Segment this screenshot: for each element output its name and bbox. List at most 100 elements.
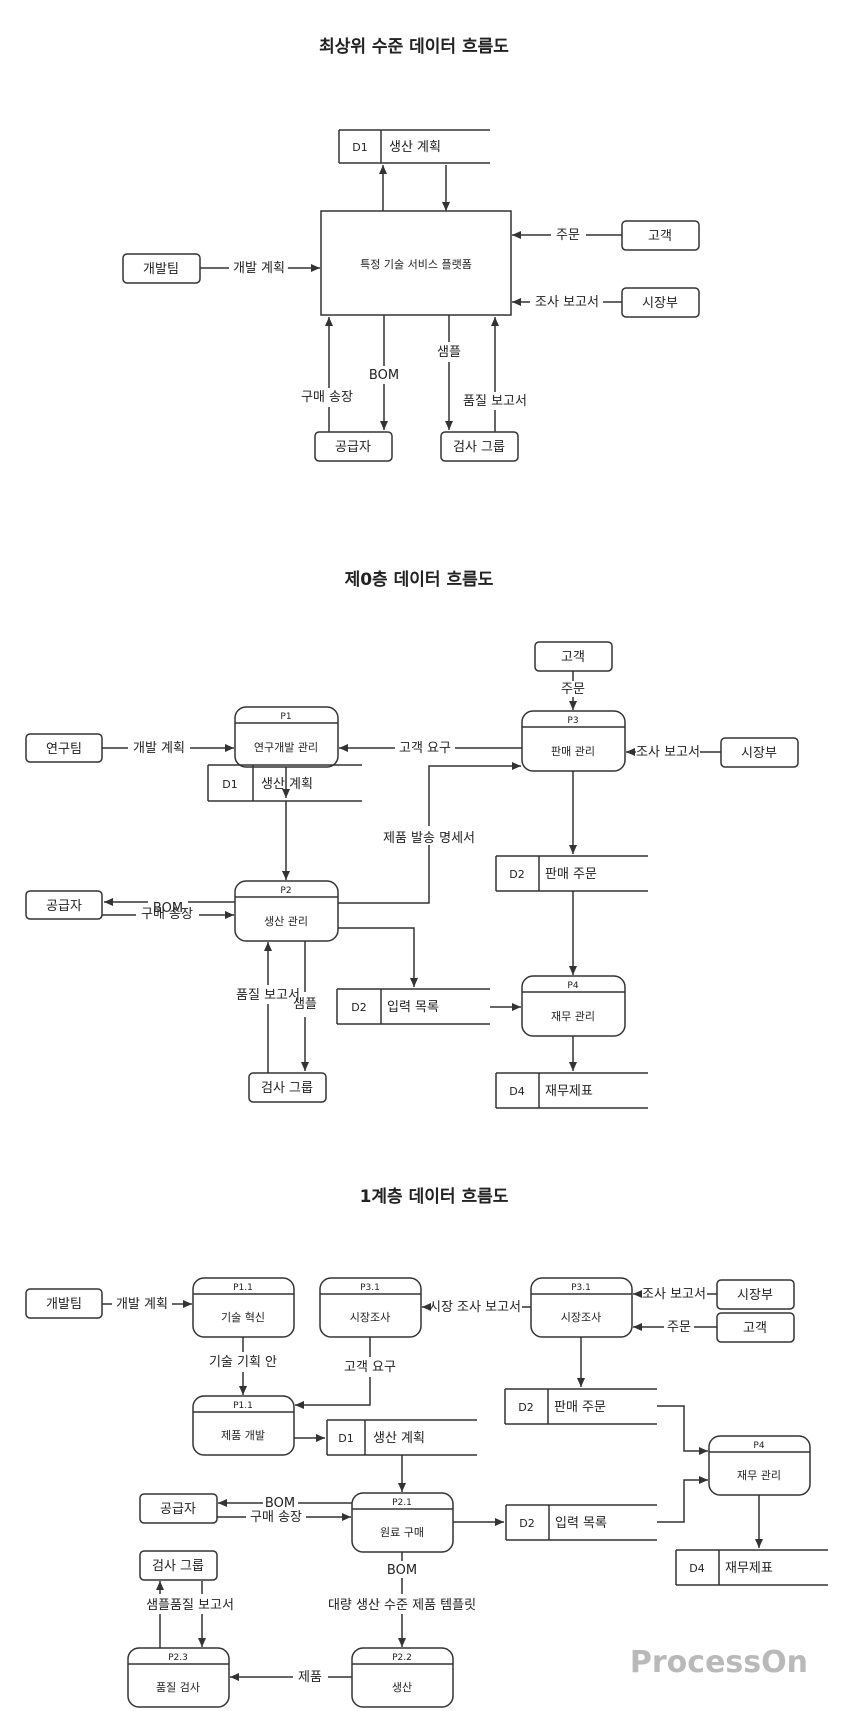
entity-market-label: 시장부: [741, 746, 777, 761]
process-platform: [320, 210, 512, 316]
label-order: 주문: [561, 682, 585, 697]
flow-cust-req-arrow: [295, 1377, 371, 1409]
flow-sales-order-to-p4: [657, 1405, 708, 1455]
label-tech-plan: 기술 기획 안: [209, 1355, 277, 1370]
label-bom2: BOM: [387, 1563, 417, 1578]
label-survey: 조사 보고서: [636, 745, 700, 760]
process-p3-name: 판매 관리: [551, 745, 595, 758]
entity-market-label: 시장부: [737, 1288, 773, 1303]
entity-inspect: [440, 431, 519, 462]
process-p11b-id: P1.1: [233, 1401, 253, 1411]
data-store-d2-sales-order: D2 판매 주문: [504, 1388, 657, 1425]
flow-input-list-to-p4: [657, 1476, 708, 1523]
process-p31a-id: P3.1: [360, 1283, 380, 1293]
process-p2-1-purchase: P2.1 원료 구매: [351, 1492, 454, 1553]
label-bom: BOM: [369, 368, 399, 383]
entity-supplier: [314, 431, 393, 462]
label-order: 주문: [667, 1320, 691, 1335]
process-p4-name: 재무 관리: [737, 1469, 781, 1482]
label-dev-plan: 개발 계획: [133, 741, 185, 756]
data-store-d4-id: D4: [689, 1562, 704, 1575]
data-store-d2-input-list: D2 입력 목록: [336, 988, 490, 1025]
process-p4-id: P4: [567, 981, 578, 991]
entity-customer-label: 고객: [648, 229, 672, 244]
entity-dev-team-label: 개발팀: [143, 262, 179, 277]
label-mass-template: 대량 생산 수준 제품 템플릿: [328, 1598, 476, 1613]
data-store-d2a-id: D2: [518, 1401, 533, 1414]
data-store-d2a-name: 판매 주문: [554, 1400, 606, 1415]
label-quality: 품질 보고서: [236, 988, 300, 1003]
process-p2-2-production: P2.2 생산: [351, 1647, 454, 1708]
data-store-d2b-name: 입력 목록: [555, 1516, 607, 1531]
label-bom: BOM: [153, 901, 183, 916]
flow-ship-spec-arrow: [428, 762, 521, 826]
flow-ship-spec: [338, 845, 430, 904]
process-p3: P3 판매 관리: [521, 710, 626, 772]
process-p4-finance: P4 재무 관리: [708, 1435, 811, 1496]
process-p2-name: 생산 관리: [264, 915, 308, 928]
data-store-d2a-id: D2: [509, 868, 524, 881]
process-p4-id: P4: [753, 1441, 764, 1451]
level-0-title: 제0층 데이터 흐름도: [345, 570, 494, 590]
process-p1-id: P1: [280, 712, 291, 722]
process-p2-id: P2: [280, 886, 291, 896]
data-store-d2b-id: D2: [519, 1517, 534, 1530]
data-store-d4-name: 재무제표: [545, 1084, 593, 1099]
process-p2: P2 생산 관리: [234, 880, 339, 942]
label-ship-spec: 제품 발송 명세서: [383, 831, 475, 846]
process-p3-id: P3: [567, 716, 578, 726]
label-sample-quality: 샘플품질 보고서: [146, 1598, 234, 1613]
data-store-d2a-name: 판매 주문: [545, 867, 597, 882]
level-1-title: 1계층 데이터 흐름도: [360, 1187, 509, 1207]
data-store-d1-name: 생산 계획: [389, 140, 441, 155]
process-p22-name: 생산: [392, 1681, 412, 1694]
data-store-d2-sales-order: D2 판매 주문: [495, 855, 648, 892]
entity-supplier: [25, 890, 103, 920]
data-store-d1-id: D1: [352, 141, 367, 154]
label-purchase: 구매 송장: [141, 907, 193, 922]
process-p21-id: P2.1: [392, 1498, 412, 1508]
process-p11a-name: 기술 혁신: [221, 1311, 265, 1324]
process-p31b-name: 시장조사: [561, 1311, 601, 1324]
process-p22-id: P2.2: [392, 1653, 412, 1663]
entity-research-label: 연구팀: [46, 742, 82, 757]
processon-watermark: ProcessOn: [630, 1645, 808, 1680]
label-sample: 샘플: [293, 997, 317, 1012]
entity-supplier-label: 공급자: [46, 899, 82, 914]
process-p3-1-market-research-a: P3.1 시장조사: [319, 1277, 422, 1338]
process-p11b-name: 제품 개발: [221, 1429, 265, 1442]
label-bom1: BOM: [265, 1496, 295, 1511]
entity-customer-label: 고객: [743, 1321, 767, 1336]
entity-market-label: 시장부: [642, 296, 678, 311]
label-sample: 샘플: [437, 345, 461, 360]
data-store-d2-input-list: D2 입력 목록: [505, 1504, 657, 1541]
top-level-dfd: 최상위 수준 데이터 흐름도 D1 생산 계획 특정 기술 서비스 플랫폼 개발…: [122, 37, 700, 462]
label-purchase: 구매 송장: [301, 390, 353, 405]
data-store-d1-name: 생산 계획: [261, 777, 313, 792]
label-dev-plan: 개발 계획: [116, 1297, 168, 1312]
data-store-d1-id: D1: [222, 778, 237, 791]
data-store-d1-id: D1: [338, 1432, 353, 1445]
level-1-dfd: 1계층 데이터 흐름도 개발팀 시장부 고객 공급자 검사 그룹 P1.1 기술…: [25, 1187, 828, 1708]
data-store-d2b-name: 입력 목록: [387, 1000, 439, 1015]
process-p31a-name: 시장조사: [350, 1311, 390, 1324]
entity-inspect: [139, 1550, 218, 1581]
data-store-d4-name: 재무제표: [725, 1561, 773, 1576]
label-survey: 조사 보고서: [535, 295, 599, 310]
data-store-d4: D4 재무제표: [675, 1549, 828, 1586]
process-platform-label: 특정 기술 서비스 플랫폼: [360, 258, 472, 271]
entity-inspect-label: 검사 그룹: [261, 1081, 313, 1096]
data-store-d4: D4 재무제표: [495, 1072, 648, 1109]
data-store-d2b-id: D2: [351, 1001, 366, 1014]
label-purchase: 구매 송장: [250, 1510, 302, 1525]
entity-dev-team-label: 개발팀: [46, 1297, 82, 1312]
top-level-title: 최상위 수준 데이터 흐름도: [319, 37, 509, 57]
process-p1: P1 연구개발 관리: [234, 706, 339, 768]
process-p3-1-market-research-b: P3.1 시장조사: [530, 1277, 633, 1338]
process-p1-1-product-dev: P1.1 제품 개발: [192, 1395, 295, 1456]
process-p1-name: 연구개발 관리: [254, 741, 318, 754]
data-store-d1: D1 생산 계획: [207, 764, 362, 802]
label-quality: 품질 보고서: [463, 394, 527, 409]
process-p1-1-tech-innovation: P1.1 기술 혁신: [192, 1277, 295, 1338]
entity-supplier-label: 공급자: [160, 1502, 196, 1517]
